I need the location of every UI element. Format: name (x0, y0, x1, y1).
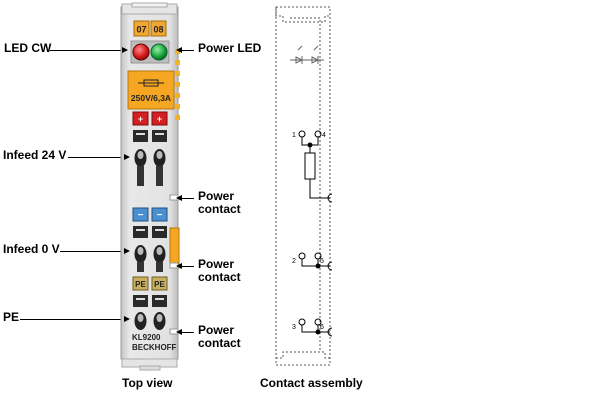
arrow-pe (20, 319, 130, 320)
plus-mark-left: + (138, 114, 143, 124)
contact-number-1: 1 (292, 132, 296, 139)
polarity-minus-left (132, 207, 149, 222)
contact-number-6: 6 (320, 324, 324, 331)
contact-number-2: 2 (292, 258, 296, 265)
arrow-infeed-24v (68, 157, 130, 158)
label-infeed-24v: Infeed 24 V (3, 148, 67, 162)
power-contact-1-line2: contact (198, 202, 241, 216)
label-power-led: Power LED (198, 41, 262, 55)
led-symbols (290, 45, 324, 64)
arrow-power-contact-1 (178, 198, 194, 199)
pe-mark-right (151, 276, 168, 291)
pe-mark-left (132, 276, 149, 291)
power-contact-3-line1: Power (198, 323, 235, 337)
power-led-green (150, 43, 168, 61)
polarity-minus-right (151, 207, 168, 222)
contact-number-3: 3 (292, 324, 296, 331)
contact-number-4: 4 (322, 132, 326, 139)
brand-label: BECKHOFF (132, 343, 177, 352)
arrow-infeed-0v (60, 251, 130, 252)
power-contact-2-line1: Power (198, 257, 235, 271)
label-led-cw: LED CW (4, 41, 52, 55)
plus-mark-right: + (157, 114, 162, 124)
label-pe: PE (3, 310, 20, 324)
arrow-power-contact-2 (178, 266, 194, 267)
label-power-contact-1: Power contact (198, 190, 241, 216)
label-infeed-0v: Infeed 0 V (3, 242, 60, 256)
power-contact-2-line2: contact (198, 270, 241, 284)
label-power-contact-2: Power contact (198, 258, 241, 284)
polarity-plus-left (132, 111, 149, 126)
pe-text-right: PE (154, 280, 165, 289)
caption-top-view: Top view (122, 376, 173, 390)
contact-number-5: 5 (320, 258, 324, 265)
minus-mark-right: − (157, 210, 163, 221)
power-contact-3-line2: contact (198, 336, 241, 350)
arrow-power-led (178, 50, 194, 51)
led-cw-red (132, 43, 150, 61)
power-contact-1-line1: Power (198, 189, 235, 203)
fuse-holder (127, 70, 175, 110)
module-body (120, 6, 179, 360)
slot-tag-07 (133, 20, 150, 37)
label-power-contact-3: Power contact (198, 324, 241, 350)
caption-contact-assembly: Contact assembly (260, 376, 363, 390)
arrow-led-cw (50, 50, 128, 51)
minus-mark-left: − (138, 210, 144, 221)
pe-text-left: PE (135, 280, 146, 289)
slot-number-08: 08 (153, 25, 163, 35)
fuse-schematic (304, 152, 316, 180)
model-label: KL9200 (132, 333, 161, 342)
arrow-power-contact-3 (178, 332, 194, 333)
slot-tag-08 (150, 20, 167, 37)
slot-number-07: 07 (136, 25, 146, 35)
fuse-rating: 250V/6,3A (131, 93, 171, 103)
polarity-plus-right (151, 111, 168, 126)
